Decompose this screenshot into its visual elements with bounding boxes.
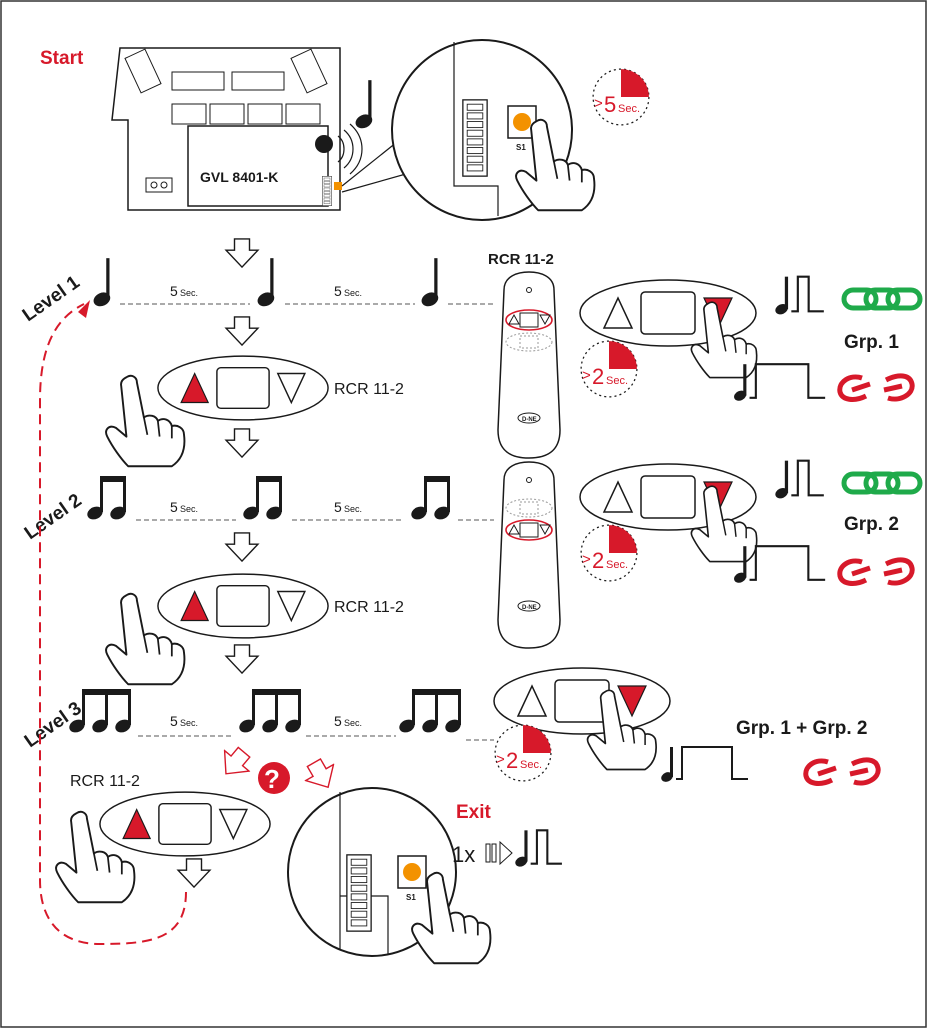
exit-count: 1x bbox=[452, 842, 475, 867]
remote-control-2: D-NE bbox=[497, 461, 561, 649]
arrow-down-icon bbox=[177, 858, 211, 888]
level-2-unit-b: Sec. bbox=[344, 504, 362, 514]
double-note-icon bbox=[86, 476, 128, 522]
remote-brand: D-NE bbox=[522, 417, 537, 423]
timer-2-value-1: 2 bbox=[592, 364, 604, 389]
level-1-unit-b: Sec. bbox=[344, 288, 362, 298]
timer-2sec-2: > 2 Sec. bbox=[580, 524, 638, 582]
start-label: Start bbox=[40, 48, 84, 69]
timer-2-unit-2: Sec. bbox=[606, 559, 628, 571]
exit-label: Exit bbox=[456, 802, 492, 823]
pulse-icon bbox=[732, 545, 827, 584]
timer-2-unit-1: Sec. bbox=[606, 375, 628, 387]
arrow-red-icon bbox=[299, 753, 343, 797]
timer-2sec-3: > 2 Sec. bbox=[494, 724, 552, 782]
triple-note-icon bbox=[398, 689, 463, 735]
level-1-interval-b: 5 bbox=[334, 283, 342, 299]
controller-board: GVL 8401-K bbox=[111, 47, 363, 211]
timer-2sec-1: > 2 Sec. bbox=[580, 340, 638, 398]
timer-2-prefix-1: > bbox=[582, 367, 591, 384]
level-2-interval-b: 5 bbox=[334, 499, 342, 515]
pulse-icon bbox=[774, 459, 825, 500]
chain-broken-icon bbox=[840, 376, 912, 400]
level-1-label: Level 1 bbox=[19, 272, 84, 326]
timer-2-value-2: 2 bbox=[592, 548, 604, 573]
note-icon bbox=[92, 258, 113, 308]
remote-title: RCR 11-2 bbox=[488, 251, 554, 268]
timer-start-prefix: > bbox=[594, 95, 603, 112]
arrow-down-icon bbox=[225, 428, 259, 458]
double-note-icon bbox=[410, 476, 452, 522]
level-1-interval-a: 5 bbox=[170, 283, 178, 299]
level-3-interval-b: 5 bbox=[334, 713, 342, 729]
level-2-label: Level 2 bbox=[21, 490, 86, 544]
level-3-unit-a: Sec. bbox=[180, 718, 198, 728]
remote-pad-up bbox=[99, 791, 271, 857]
note-icon bbox=[420, 258, 441, 308]
press-icon bbox=[485, 840, 513, 866]
arrow-red-icon bbox=[213, 741, 257, 785]
remote-ref-2: RCR 11-2 bbox=[334, 599, 404, 616]
remote-pad-up bbox=[157, 573, 329, 639]
note-icon bbox=[354, 80, 375, 130]
chain-linked-icon bbox=[844, 290, 920, 308]
group-1-2-label: Grp. 1 + Grp. 2 bbox=[736, 718, 867, 739]
timer-start-unit: Sec. bbox=[618, 103, 640, 115]
board-label: GVL 8401-K bbox=[200, 169, 278, 185]
s1-button bbox=[403, 863, 421, 881]
level-3-unit-b: Sec. bbox=[344, 718, 362, 728]
chain-broken-icon bbox=[840, 560, 912, 584]
arrow-down-icon bbox=[225, 532, 259, 562]
note-icon bbox=[256, 258, 277, 308]
return-arrowhead bbox=[78, 300, 90, 318]
s1-zoom-bubble: S1 bbox=[341, 39, 596, 221]
s1-button bbox=[513, 113, 531, 131]
exit-zoom-bubble: S1 bbox=[287, 787, 492, 965]
remote-control-1: D-NE bbox=[497, 271, 561, 459]
group-2-label: Grp. 2 bbox=[844, 514, 899, 535]
remote-ref-3: RCR 11-2 bbox=[70, 773, 140, 790]
pulse-icon bbox=[774, 275, 825, 316]
timer-2-prefix-2: > bbox=[582, 551, 591, 568]
chain-broken-icon bbox=[806, 760, 878, 784]
remote-ref-1: RCR 11-2 bbox=[334, 381, 404, 398]
remote-brand-2: D-NE bbox=[522, 605, 537, 611]
return-loop bbox=[39, 303, 187, 946]
pulse-icon bbox=[660, 745, 750, 784]
remote-pad-down bbox=[493, 667, 671, 735]
remote-pad-up bbox=[157, 355, 329, 421]
question-icon: ? bbox=[258, 762, 290, 794]
pulse-icon bbox=[732, 363, 827, 402]
triple-note-icon bbox=[238, 689, 303, 735]
level-2-interval-a: 5 bbox=[170, 499, 178, 515]
timer-2-value-3: 2 bbox=[506, 748, 518, 773]
arrow-down-icon bbox=[225, 644, 259, 674]
timer-5sec: > 5 Sec. bbox=[592, 68, 650, 126]
timer-start-value: 5 bbox=[604, 92, 616, 117]
arrow-down-icon bbox=[225, 238, 259, 268]
timer-2-unit-3: Sec. bbox=[520, 759, 542, 771]
buzzer-icon bbox=[315, 135, 333, 153]
level-2-unit-a: Sec. bbox=[180, 504, 198, 514]
s1-label-exit: S1 bbox=[406, 893, 416, 902]
s1-button-small bbox=[334, 182, 342, 190]
question-mark: ? bbox=[264, 764, 280, 794]
double-note-icon bbox=[242, 476, 284, 522]
level-3-interval-a: 5 bbox=[170, 713, 178, 729]
level-1-unit-a: Sec. bbox=[180, 288, 198, 298]
group-1-label: Grp. 1 bbox=[844, 332, 899, 353]
pulse-icon bbox=[514, 829, 563, 868]
timer-2-prefix-3: > bbox=[496, 751, 505, 768]
chain-linked-icon bbox=[844, 474, 920, 492]
s1-label: S1 bbox=[516, 143, 526, 152]
arrow-down-icon bbox=[225, 316, 259, 346]
